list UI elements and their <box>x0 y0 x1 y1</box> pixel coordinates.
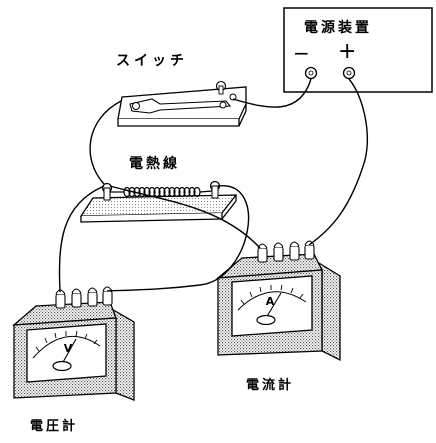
wire-minus-to-switch <box>232 78 312 108</box>
ammeter: A <box>216 240 341 362</box>
voltmeter: V <box>12 286 135 401</box>
wires <box>58 78 368 293</box>
power-supply-label: 電源装置 <box>304 20 372 36</box>
switch-label: スイッチ <box>116 53 188 69</box>
wire-heater-to-ammeter <box>109 185 261 249</box>
voltmeter-terminals <box>55 286 113 309</box>
ammeter-label: 電流計 <box>246 378 295 393</box>
minus-terminal <box>304 66 318 80</box>
voltmeter-label: 電圧計 <box>30 419 79 434</box>
switch <box>117 80 247 127</box>
ammeter-letter: A <box>266 295 275 308</box>
wire-heater-to-voltmeter-2 <box>106 185 250 292</box>
heating-wire-label: 電熱線 <box>129 156 180 172</box>
wire-ammeter-to-plus <box>308 78 368 246</box>
minus-sign: − <box>293 41 310 65</box>
voltmeter-letter: V <box>64 342 73 355</box>
plus-terminal <box>342 66 356 80</box>
wire-heater-to-voltmeter-1 <box>58 185 105 293</box>
ammeter-terminals <box>257 240 315 263</box>
plus-sign: + <box>338 39 357 64</box>
power-supply <box>283 7 433 93</box>
heating-coil <box>110 186 213 198</box>
wire-switch-to-heater <box>89 100 122 185</box>
heating-wire-board <box>79 180 238 223</box>
